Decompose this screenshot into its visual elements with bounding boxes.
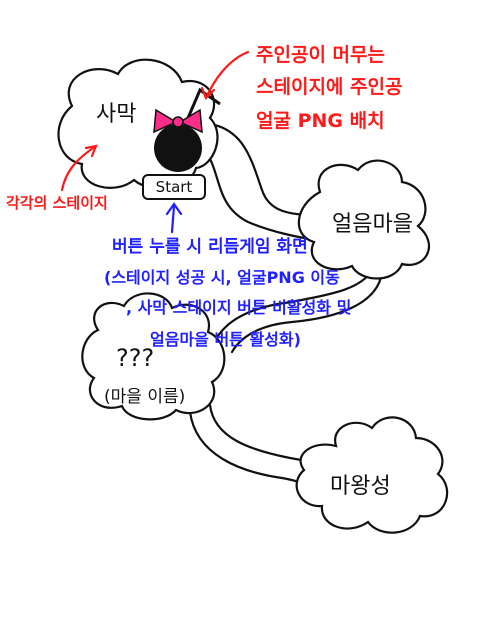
- red-annotation-arrows: [60, 50, 250, 192]
- protagonist-annotation-line3: 얼굴 PNG 배치: [256, 110, 385, 132]
- road: [188, 122, 384, 494]
- click-annotation-line3: , 사막 스테이지 버튼 비활성화 및: [126, 298, 352, 317]
- click-annotation-line1: 버튼 누를 시 리듬게임 화면: [112, 237, 308, 257]
- demon-castle-stage-label: 마왕성: [330, 474, 391, 499]
- ice-village-stage-cloud[interactable]: [297, 159, 430, 280]
- music-note-icon: [186, 87, 221, 119]
- unknown-village-stage-cloud[interactable]: [81, 292, 226, 421]
- each-stage-annotation: 각각의 스테이지: [6, 194, 108, 212]
- click-annotation-line2: (스테이지 성공 시, 얼굴PNG 이동: [104, 268, 340, 287]
- blue-annotation-arrow: [165, 202, 183, 234]
- start-button[interactable]: Start: [142, 174, 206, 200]
- pink-bow-icon: [153, 108, 203, 134]
- ice-village-stage-label: 얼음마을: [332, 212, 413, 237]
- unknown-stage-label: ???: [116, 344, 155, 372]
- unknown-stage-sublabel: (마을 이름): [104, 387, 186, 407]
- desert-stage-label: 사막: [96, 102, 137, 127]
- protagonist-annotation-line2: 스테이지에 주인공: [256, 76, 403, 98]
- protagonist-annotation-line1: 주인공이 머무는: [256, 44, 385, 66]
- demon-castle-stage-cloud[interactable]: [295, 416, 449, 534]
- protagonist-face-marker: [153, 87, 221, 172]
- click-annotation-line4: 얼음마을 버튼 활성화): [150, 330, 301, 349]
